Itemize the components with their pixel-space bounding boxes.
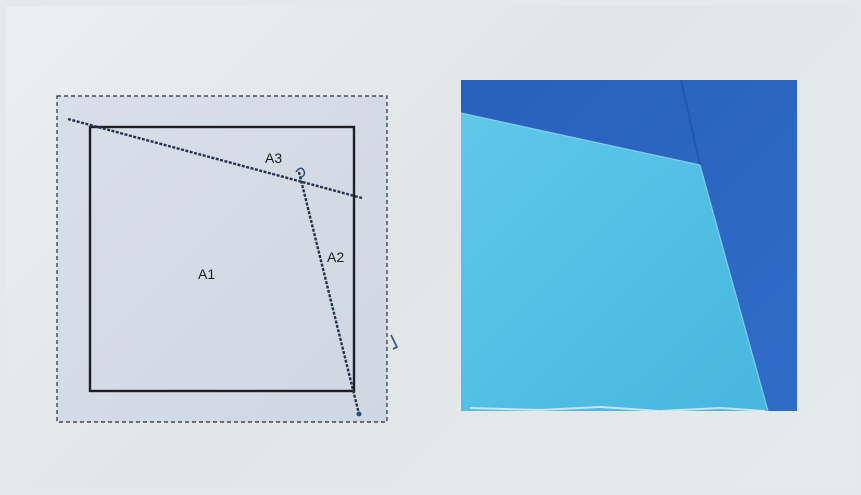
fabric-seam-a2	[699, 164, 769, 412]
seam-line-a2	[297, 171, 361, 415]
label-a1: A1	[198, 266, 215, 282]
seam-line-a3	[67, 117, 363, 200]
pencil-mark-top	[295, 167, 306, 179]
finished-block-outline	[88, 125, 356, 393]
seam-end-dot	[356, 411, 362, 417]
label-a3: A3	[265, 150, 282, 166]
pencil-mark-right	[390, 334, 399, 350]
fabric-block	[460, 79, 797, 413]
fabric-seam-a3	[460, 112, 701, 166]
paper-sheet-dashed-border	[56, 95, 388, 423]
fabric-frayed-edge	[469, 405, 766, 413]
label-a2: A2	[327, 249, 344, 265]
fabric-dark-blue-pieces	[461, 80, 797, 411]
fabric-seam-overlap	[680, 79, 701, 166]
paper-pattern: A3 A2 A1	[56, 95, 399, 423]
